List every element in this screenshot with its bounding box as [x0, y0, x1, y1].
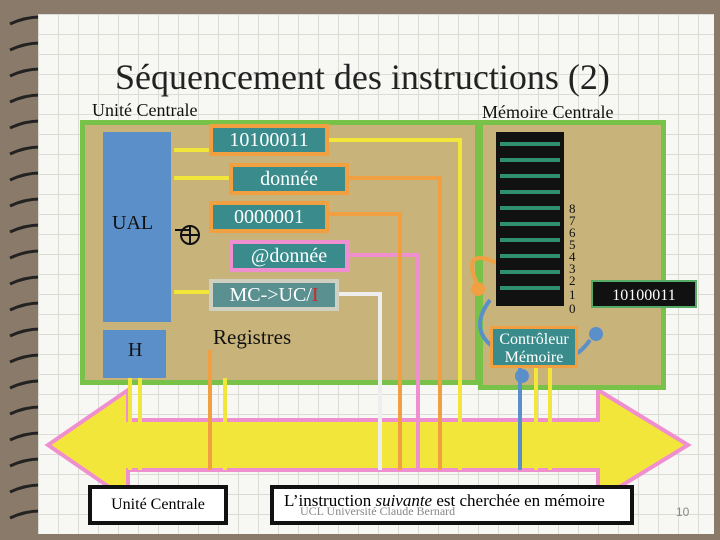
- register-address: @donnée: [229, 240, 349, 272]
- clock-block: [103, 330, 166, 378]
- ual-label: UAL: [112, 212, 154, 234]
- memory-value: 10100011: [591, 280, 697, 308]
- address-7: 7: [569, 213, 576, 228]
- footer-text: UCL Université Claude Bernard: [300, 504, 456, 518]
- bottom-unite-centrale: Unité Centrale: [88, 485, 228, 525]
- page-number: 10: [676, 505, 690, 519]
- slide-title: Séquencement des instructions (2): [115, 57, 610, 97]
- address-6: 6: [569, 225, 576, 240]
- register-control: MC->UC/I: [209, 279, 339, 311]
- register-instruction: 10100011: [209, 124, 329, 156]
- address-0: 0: [569, 301, 576, 316]
- memory-controller: Contrôleur Mémoire: [490, 326, 578, 368]
- address-3: 3: [569, 261, 576, 276]
- clock-label: H: [128, 339, 143, 361]
- address-2: 2: [569, 273, 576, 288]
- register-counter: 0000001: [209, 201, 329, 233]
- unite-centrale-label: Unité Centrale: [92, 100, 198, 120]
- address-8: 8: [569, 201, 576, 216]
- memory-cells: [496, 132, 564, 306]
- address-4: 4: [569, 249, 576, 264]
- address-5: 5: [569, 237, 576, 252]
- ual-block: [103, 132, 171, 322]
- memoire-centrale-label: Mémoire Centrale: [482, 102, 614, 122]
- address-1: 1: [569, 287, 576, 302]
- registres-label: Registres: [213, 325, 292, 349]
- register-data: donnée: [229, 163, 349, 195]
- caption: L’instruction suivante est cherchée en m…: [270, 485, 634, 525]
